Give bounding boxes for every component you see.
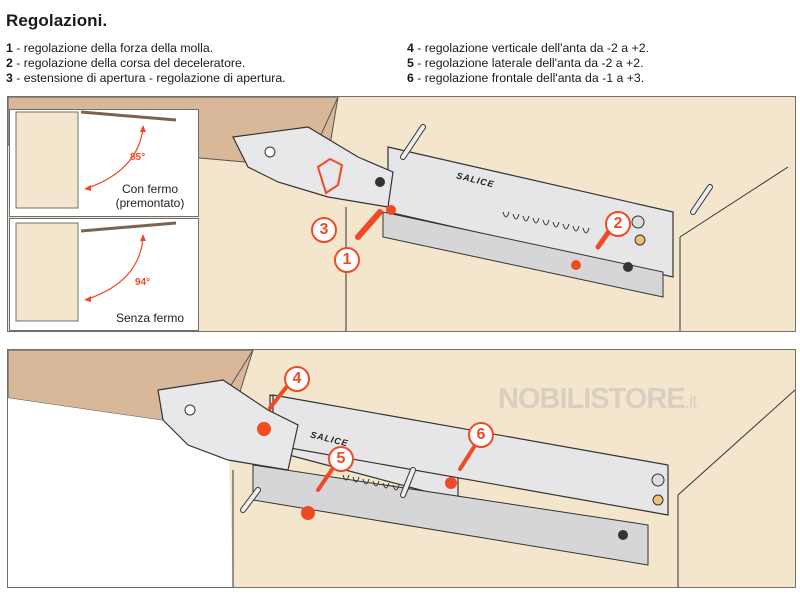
mechanism-base — [382, 211, 664, 298]
angle-arc — [87, 236, 144, 300]
door-line — [80, 221, 177, 233]
callout-6: 6 — [468, 422, 494, 448]
angle-label: 94° — [135, 277, 151, 288]
illustration-bottom: 4 5 6 SALICE — [7, 349, 796, 588]
inset-without-stop: 94° Senza fermo — [9, 218, 199, 331]
angle-arc — [87, 127, 144, 189]
spring — [502, 211, 590, 234]
legend-item-4: 4 - regolazione verticale dell'anta da -… — [407, 41, 649, 55]
legend-item-2: 2 - regolazione della corsa del decelera… — [6, 56, 246, 70]
door-line — [80, 110, 177, 122]
callout-2: 2 — [605, 211, 631, 237]
watermark-logo: NOBILISTORE.it — [498, 383, 697, 415]
mechanism-base — [252, 464, 649, 566]
angle-label: 85° — [130, 152, 146, 163]
callout-4: 4 — [284, 366, 310, 392]
inset-caption: Con fermo (premontato) — [115, 182, 185, 210]
cabinet-box — [15, 222, 79, 322]
legend-item-1: 1 - regolazione della forza della molla. — [6, 41, 214, 55]
hinge-drawing-bottom — [8, 350, 795, 587]
cabinet-box — [15, 111, 79, 209]
callout-1: 1 — [334, 247, 360, 273]
hinge-arm — [232, 126, 394, 208]
legend-item-6: 6 - regolazione frontale dell'anta da -1… — [407, 71, 645, 85]
inset-caption: Senza fermo — [115, 311, 185, 325]
legend-item-3: 3 - estensione di apertura - regolazione… — [6, 71, 286, 85]
hinge-arm — [157, 379, 299, 471]
legend-item-5: 5 - regolazione laterale dell'anta da -2… — [407, 56, 644, 70]
spring — [342, 474, 410, 493]
page-title: Regolazioni. — [6, 11, 108, 30]
hinge-drawing-top — [8, 97, 789, 331]
illustration-top: 85° Con fermo (premontato) 94° Senza fer… — [7, 96, 796, 332]
callout-5: 5 — [328, 446, 354, 472]
opening-area — [8, 398, 233, 587]
legend-right: 4 - regolazione verticale dell'anta da -… — [407, 41, 649, 86]
callout-3: 3 — [311, 217, 337, 243]
inset-with-stop: 85° Con fermo (premontato) — [9, 109, 199, 217]
legend-left: 1 - regolazione della forza della molla.… — [6, 41, 286, 86]
